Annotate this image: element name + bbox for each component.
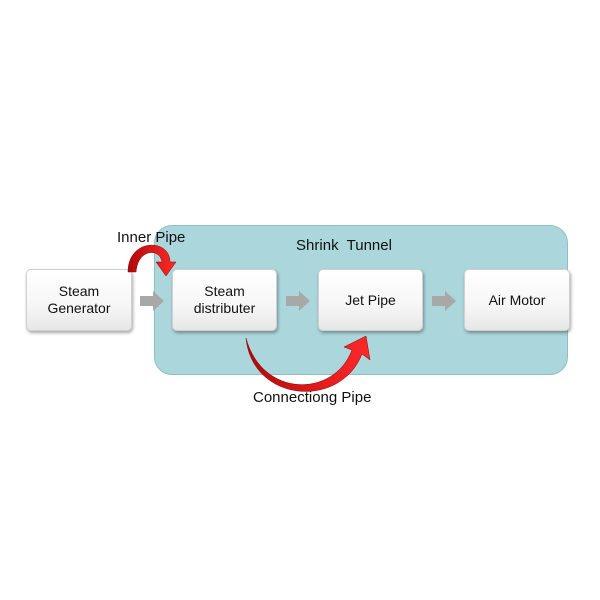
connecting-pipe-arrow-icon: [245, 335, 371, 392]
steam-distributer-label: Steam distributer: [193, 283, 256, 316]
flow-arrow-icon: [286, 291, 310, 311]
air-motor-label: Air Motor: [488, 291, 546, 308]
steam-distributer-box[interactable]: Steam distributer: [172, 269, 277, 331]
connecting-pipe-label: Connectiong Pipe: [253, 389, 372, 406]
inner-pipe-arrow-icon: [127, 245, 177, 277]
jet-pipe-label: Jet Pipe: [345, 291, 396, 308]
steam-generator-box[interactable]: Steam Generator: [26, 269, 132, 331]
steam-generator-label: Steam Generator: [47, 283, 111, 316]
jet-pipe-box[interactable]: Jet Pipe: [318, 269, 423, 331]
flow-arrow-icon: [432, 291, 456, 311]
air-motor-box[interactable]: Air Motor: [464, 269, 570, 331]
flow-arrow-icon: [140, 291, 164, 311]
shrink-tunnel-label: Shrink Tunnel: [296, 237, 392, 254]
inner-pipe-label: Inner Pipe: [117, 229, 186, 246]
